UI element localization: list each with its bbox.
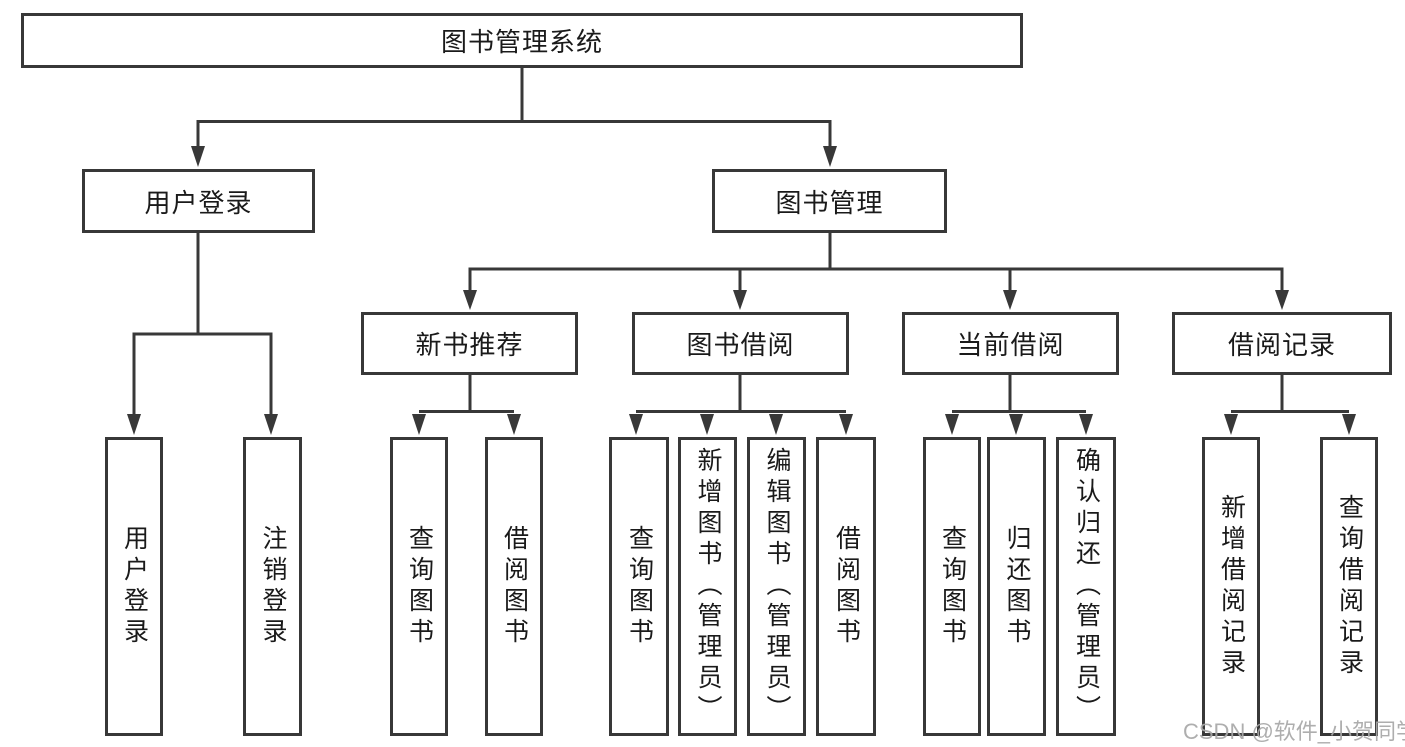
leaf-borrow-books: 借阅图书 [816, 437, 876, 736]
leaf-user-login: 用户登录 [105, 437, 163, 736]
node-module-book-borrow: 图书借阅 [632, 312, 849, 375]
leaf-add-borrow-record: 新增借阅记录 [1202, 437, 1260, 736]
leaf-return-book: 归还图书 [987, 437, 1046, 736]
node-root: 图书管理系统 [21, 13, 1023, 68]
leaf-logout: 注销登录 [243, 437, 302, 736]
leaf-query-borrow-record: 查询借阅记录 [1320, 437, 1378, 736]
leaf-add-book-admin: 新增图书（管理员） [678, 437, 737, 736]
leaf-confirm-return-admin: 确认归还（管理员） [1056, 437, 1116, 736]
leaf-borrow-books-recommend: 借阅图书 [485, 437, 543, 736]
leaf-edit-book-admin: 编辑图书（管理员） [747, 437, 806, 736]
node-user-login-branch: 用户登录 [82, 169, 315, 233]
node-book-management-branch: 图书管理 [712, 169, 947, 233]
leaf-query-books-borrow: 查询图书 [609, 437, 669, 736]
node-module-current-borrow: 当前借阅 [902, 312, 1119, 375]
node-module-borrow-records: 借阅记录 [1172, 312, 1392, 375]
csdn-watermark: CSDN @软件_小贺同学 [1183, 719, 1405, 744]
node-module-new-book-recommend: 新书推荐 [361, 312, 578, 375]
leaf-query-books-recommend: 查询图书 [390, 437, 448, 736]
leaf-query-books-current: 查询图书 [923, 437, 981, 736]
